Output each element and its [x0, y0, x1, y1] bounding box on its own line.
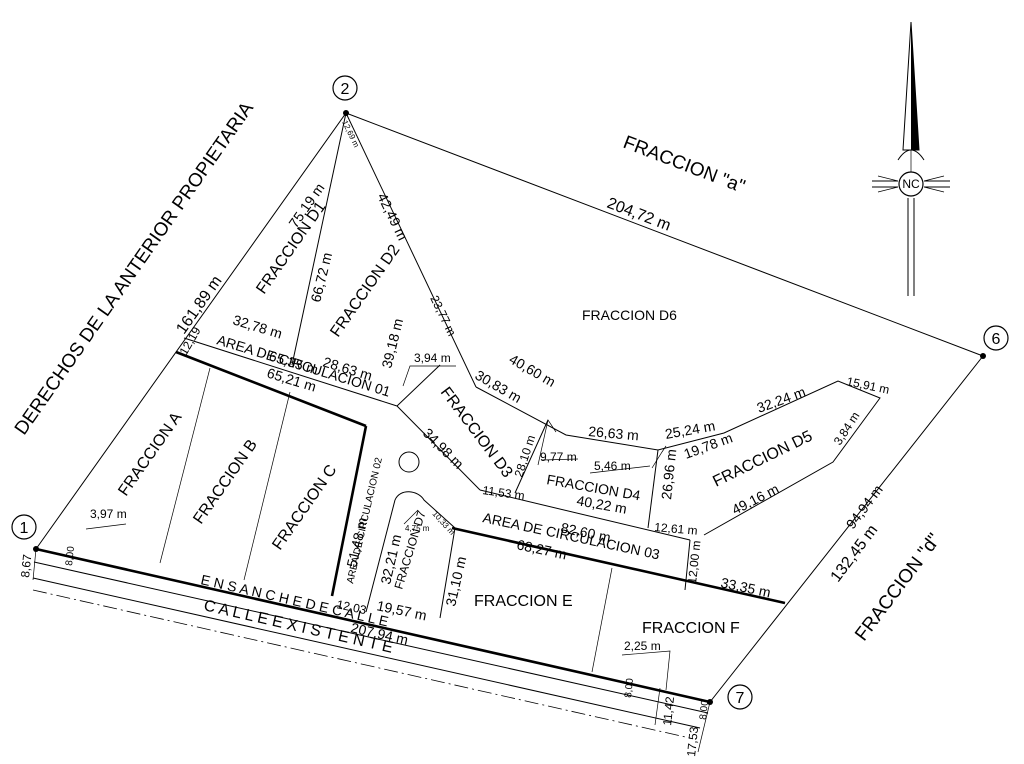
neighbor-derechos: DERECHOS DE LA ANTERIOR PROPIETARIA — [11, 98, 258, 439]
lot-f-label: FRACCION F — [642, 620, 740, 637]
dim-4-75: 4,75 m — [405, 524, 430, 533]
lot-b-label: FRACCION B — [190, 437, 261, 528]
dimension-labels: 204,72 m 161,89 m 132,45 m 94,94 m 207,9… — [18, 119, 891, 757]
vertex-6-label: 6 — [992, 331, 1001, 348]
dim-12-61: 12,61 m — [654, 520, 698, 538]
dim-23-77: 23,77 m — [427, 293, 459, 338]
dim-8-00-right: 8,00 — [623, 677, 636, 698]
dim-2-25: 2,25 m — [624, 639, 661, 653]
dim-3-94: 3,94 m — [414, 351, 451, 365]
north-arrow-icon: NC — [872, 21, 950, 296]
circulation-lines — [175, 337, 786, 619]
vertex-7-label: 7 — [736, 690, 745, 707]
north-arrow-label: NC — [902, 177, 920, 191]
dim-17-53: 17,53 — [684, 726, 701, 758]
dim-66-72: 66,72 m — [307, 251, 335, 304]
dim-32-24: 32,24 m — [755, 383, 808, 415]
dim-39-18: 39,18 m — [378, 317, 406, 370]
vertex-6: 6 — [980, 325, 1009, 359]
dim-34-98: 34,98 m — [420, 425, 467, 472]
dim-8-67: 8,67 — [18, 553, 34, 578]
dim-12-00: 12,00 m — [685, 540, 703, 585]
dim-204-72: 204,72 m — [605, 195, 673, 235]
dim-26-63: 26,63 m — [588, 423, 640, 443]
dim-11-42: 11,42 — [660, 696, 677, 727]
dim-42-49: 42,49 m — [374, 190, 411, 242]
dim-161-89: 161,89 m — [173, 273, 225, 337]
vertex-2-label: 2 — [341, 81, 350, 98]
dim-40-60: 40,60 m — [507, 351, 559, 390]
turnaround-circle — [398, 451, 420, 473]
dim-8-00-corner: 8,00 — [698, 699, 711, 720]
dim-28-10: 28,10 m — [512, 433, 539, 479]
dim-8-00-left: 8,00 — [64, 545, 77, 566]
neighbor-fraccion-a: FRACCION "a" — [620, 132, 748, 198]
dim-10-33: 10,33 m — [431, 509, 457, 537]
vertex-1: 1 — [11, 514, 39, 552]
lot-lines — [85, 112, 881, 691]
dim-12-03: 12,03 — [335, 597, 368, 617]
property-boundary — [32, 112, 984, 753]
dim-5-46: 5,46 m — [594, 459, 631, 473]
dim-11-53: 11,53 m — [482, 483, 526, 503]
lot-d6-label: FRACCION D6 — [582, 307, 677, 323]
dim-33-35: 33,35 m — [719, 574, 772, 600]
dim-94-94: 94,94 m — [843, 482, 886, 532]
dim-3-97: 3,97 m — [90, 507, 127, 521]
dim-49-16: 49,16 m — [729, 480, 781, 517]
vertex-7: 7 — [707, 684, 753, 710]
dim-26-96: 26,96 m — [658, 448, 679, 500]
vertex-2: 2 — [332, 75, 358, 116]
lot-e-label: FRACCION E — [474, 593, 573, 610]
dim-12-69: 12,69 m — [340, 119, 361, 149]
lot-d3-label: FRACCION D3 — [437, 384, 516, 481]
vertex-1-label: 1 — [20, 520, 29, 537]
dim-9-77: 9,77 m — [540, 450, 577, 464]
dim-30-83: 30,83 m — [473, 367, 525, 406]
lot-c-label: FRACCION C — [269, 462, 340, 553]
